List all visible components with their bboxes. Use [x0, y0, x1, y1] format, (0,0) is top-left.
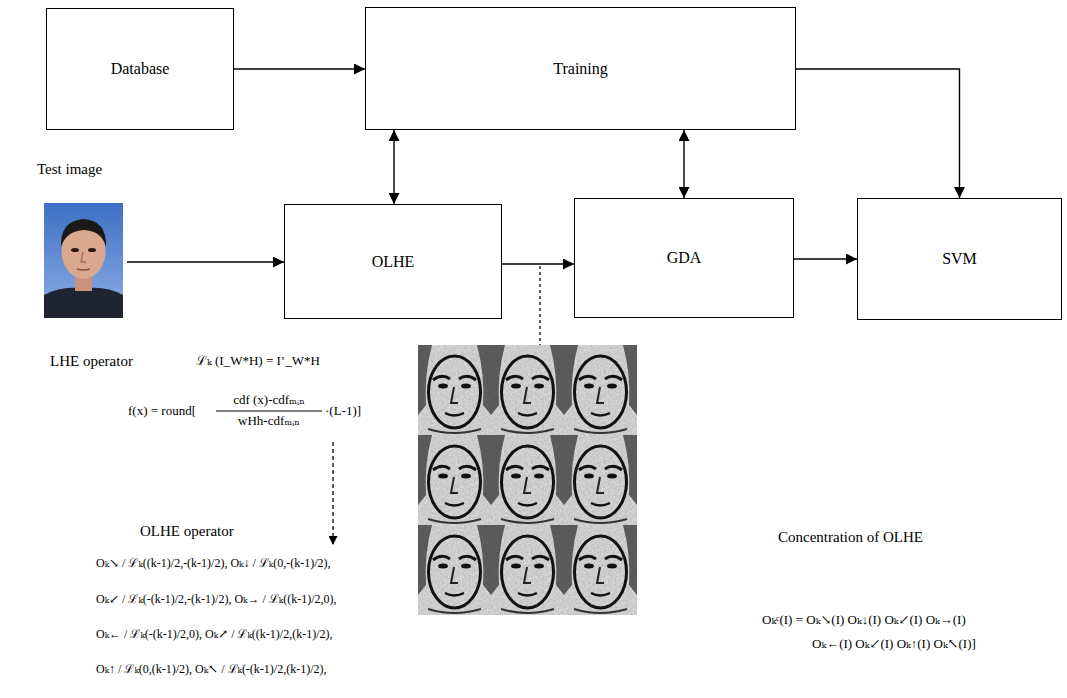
- formula: Oₖ↘ / ℒₖ((k-1)/2,-(k-1)/2), Oₖ↓ / ℒₖ(0,-…: [96, 556, 331, 570]
- dashed-arrow: [332, 442, 333, 545]
- node-label: Training: [553, 59, 608, 78]
- formula: Oₖ←(I) Oₖ↙(I) Oₖ↑(I) Oₖ↖(I)]: [812, 636, 976, 652]
- connector-arrow: [796, 69, 960, 198]
- section-heading: OLHE operator: [140, 522, 234, 540]
- svm-box: SVM: [857, 198, 1062, 320]
- connector-arrow: [393, 130, 394, 204]
- connector-arrow: [234, 68, 365, 69]
- olhe-face-mosaic: [418, 345, 637, 615]
- formula: Oₖ↙ / ℒₖ(-(k-1)/2,-(k-1)/2), Oₖ→ / ℒₖ((k…: [96, 592, 337, 606]
- section-heading: Concentration of OLHE: [778, 528, 923, 546]
- connector-arrow: [127, 261, 284, 262]
- node-label: SVM: [942, 249, 977, 268]
- test-photo: [44, 203, 123, 318]
- formula: f(x) = round[: [128, 403, 196, 419]
- dotted-leader: [539, 266, 540, 345]
- olhe-box: OLHE: [284, 204, 502, 319]
- connector-arrow: [502, 263, 574, 264]
- formula: Oₖ← / ℒₖ(-(k-1)/2,0), Oₖ↗ / ℒₖ((k-1)/2,(…: [96, 627, 333, 641]
- node-label: Database: [111, 59, 170, 78]
- training-box: Training: [365, 7, 796, 130]
- formula: ℒₖ (I_W*H) = I’_W*H: [196, 353, 320, 369]
- formula: Oₖ↑ / ℒₖ(0,(k-1)/2), Oₖ↖ / ℒₖ(-(k-1)/2,(…: [96, 662, 327, 676]
- node-label: OLHE: [372, 252, 415, 271]
- node-label: GDA: [667, 248, 702, 267]
- node-label: Test image: [37, 160, 102, 178]
- gda-box: GDA: [574, 198, 794, 318]
- formula-numerator: cdf (x)-cdfₘᵢₙ: [214, 392, 324, 408]
- connector-arrow: [683, 130, 684, 198]
- test-image-node: Test image: [37, 160, 127, 318]
- section-heading: LHE operator: [50, 352, 133, 370]
- database-box: Database: [46, 8, 234, 130]
- connector-arrow: [794, 258, 857, 259]
- formula: Oₖᶜ(I) = Oₖ↘(I) Oₖ↓(I) Oₖ↙(I) Oₖ→(I): [762, 612, 966, 628]
- formula: ·(L-1)]: [325, 403, 361, 419]
- formula-denominator: wHh-cdfₘᵢₙ: [214, 413, 324, 429]
- fraction-bar: [216, 411, 322, 412]
